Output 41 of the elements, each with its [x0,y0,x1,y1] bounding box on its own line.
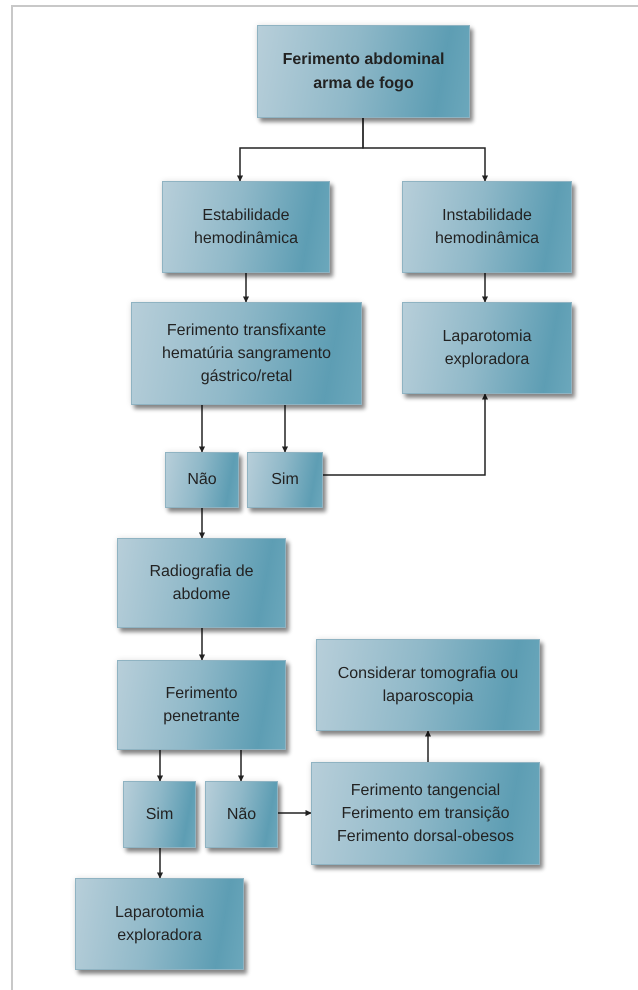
box-label: Estabilidade hemodinâmica [192,206,300,249]
arrow [198,508,206,539]
box-label: Sim [146,804,174,825]
arrow [198,405,206,453]
box-label: Laparotomia exploradora [442,326,532,370]
arrow [198,628,206,661]
arrow [482,273,488,303]
process-box [123,781,196,848]
process-box [402,181,572,273]
box-label: Considerar tomografia ou laparoscopia [337,664,519,707]
process-box [316,639,540,731]
process-box [247,452,323,508]
process-box [311,762,540,865]
box-label: Sim [271,470,299,490]
box-label: Ferimento tangencial Ferimento em transição Ferimento dorsal-obesos [336,780,515,848]
box-label: Ferimento penetrante [162,684,241,727]
process-box [131,302,362,405]
process-box [402,302,572,394]
process-box [162,181,330,273]
box-label: Ferimento abdominal arma de fogo [282,50,446,94]
arrow [238,750,244,782]
process-box [75,878,244,970]
process-box [117,660,286,750]
box-label: Não [226,804,256,825]
process-box [257,25,470,118]
arrow [156,750,164,782]
process-box [205,781,278,848]
arrow [156,848,164,879]
arrow [323,393,488,476]
box-label: Ferimento transfixante hematúria sangramento gástrico/retal [161,320,332,388]
arrow [362,118,488,182]
arrow [424,730,432,762]
box-label: Instabilidade hemodinâmica [434,206,540,249]
arrow [242,273,250,303]
arrow [282,405,288,453]
process-box [117,538,286,628]
process-box [165,452,239,508]
arrow [278,810,312,816]
box-label: Laparotomia exploradora [114,902,205,946]
box-label: Não [187,470,217,490]
box-label: Radiografia de abdome [148,562,255,605]
